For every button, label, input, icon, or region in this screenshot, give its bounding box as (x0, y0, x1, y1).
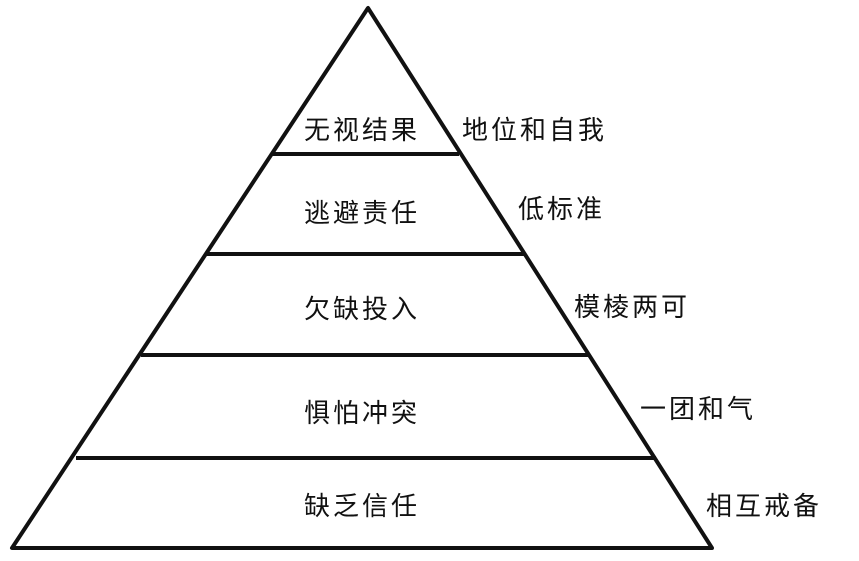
tier-label-commitment: 欠缺投入 (304, 295, 420, 325)
side-label-status-ego: 地位和自我 (462, 116, 607, 146)
side-label-ambiguity: 模棱两可 (574, 293, 690, 323)
tier-label-accountability: 逃避责任 (304, 199, 420, 229)
tier-label-conflict: 惧怕冲突 (304, 399, 420, 429)
tier-label-trust: 缺乏信任 (304, 492, 420, 522)
side-label-low-standards: 低标准 (518, 195, 605, 225)
pyramid-outline (10, 6, 714, 550)
tier-label-results: 无视结果 (304, 116, 420, 146)
side-label-invulnerability: 相互戒备 (706, 492, 822, 522)
side-label-artificial-harmony: 一团和气 (640, 395, 756, 425)
